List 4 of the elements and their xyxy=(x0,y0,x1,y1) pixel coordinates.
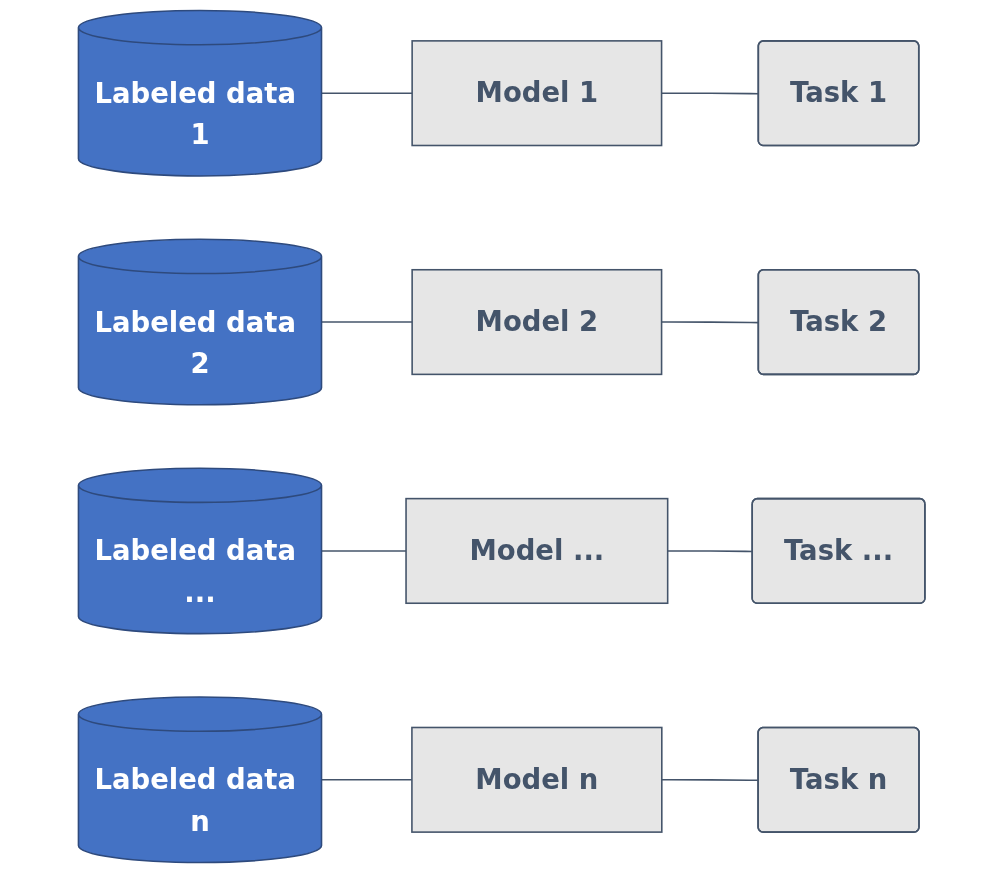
node-box: Model n xyxy=(411,726,663,833)
node-box: Model 1 xyxy=(411,40,663,147)
node-box: Model ... xyxy=(405,497,669,605)
node-box: Model 2 xyxy=(411,268,663,376)
